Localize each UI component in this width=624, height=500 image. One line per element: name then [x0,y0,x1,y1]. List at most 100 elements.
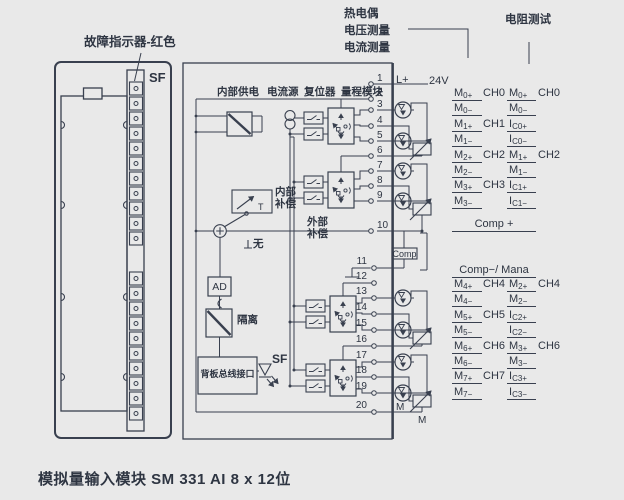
readout-row: M5−IC2− [452,324,577,339]
channel-label-a: CH7 [483,370,506,383]
sf-led-icon [258,363,279,388]
signal-label-b: IC0− [507,133,536,148]
terminal-number-15: 15 [355,318,367,329]
signal-label-a: M7+ [452,370,482,385]
terminal-number-5: 5 [377,130,383,141]
readout-row: M4−M2− [452,293,577,308]
signal-label-b: M0+ [507,87,536,101]
comp-plus-row: Comp + [452,218,577,233]
signal-label-b: M2− [507,293,536,308]
signal-label-b: IC3+ [507,370,536,385]
wires [195,83,428,413]
terminal-number-14: 14 [355,302,367,313]
signal-label-b: IC2+ [507,309,536,323]
signal-conditioning-groups [290,107,372,397]
terminal-number-13: 13 [355,286,367,297]
current-source-label: 电流源 [267,86,299,98]
readout-row: M1− IC0− [452,133,577,148]
fault-leader-line [134,52,142,82]
range-module-label: 量程模块 [341,86,383,98]
backplane-label: 背板总线接口 [200,369,255,379]
readout-row: M7−IC3− [452,386,577,401]
terminal-number-19: 19 [355,381,367,392]
m-bus-label: M [396,402,405,413]
terminal-number-7: 7 [377,160,383,171]
signal-label-b: M1− [507,164,536,178]
voltage-measure-label: 电压测量 [344,25,390,37]
terminal-number-18: 18 [355,365,367,376]
rtd-loop [377,163,432,231]
signal-label-a: M1+ [452,118,482,132]
rtd-resistor-icons [377,102,432,413]
current-measure-label: 电流测量 [344,42,390,54]
channel-label-a: CH0 [483,87,506,99]
signal-label-a: M0− [452,102,482,117]
readout-row: M6− M3− [452,355,577,370]
channel-label-a: CH6 [483,339,506,352]
channel-label-b: CH2 [538,148,561,161]
m-ext-label: M [418,415,427,426]
terminal-number-12: 12 [355,271,367,282]
signal-label-a: M6− [452,355,482,369]
comp-plus-label: Comp + [452,218,536,232]
comp-minus-mana-label: Comp−/ Mana [452,264,536,278]
signal-label-b: M3− [507,355,536,369]
l-plus-label: L+ [396,74,409,86]
current-source-symbol [284,109,296,130]
signal-label-a: M2− [452,164,482,178]
terminal-number-6: 6 [377,145,383,156]
signal-label-a: M4+ [452,278,482,292]
signal-label-a: M2+ [452,149,482,163]
readout-row: M3− IC1− [452,195,577,210]
rtd-resistor-icon [412,394,432,408]
readout-row: M2− M1− [452,164,577,179]
signal-label-b: M1+ [507,149,536,163]
channel-label-b: CH4 [538,278,561,290]
terminal-number-4: 4 [377,115,383,126]
readout-row: M0−M0− [452,102,577,117]
terminal-number-9: 9 [377,190,383,201]
channel-label-a: CH5 [483,308,506,321]
signal-label-a: M1− [452,133,482,148]
signal-label-a: M5+ [452,309,482,323]
isolation-label: 隔离 [237,314,258,326]
channel-label-b: CH0 [538,87,561,99]
rtd-resistor-icon [412,142,432,156]
signal-label-b: IC2− [507,324,536,339]
internal-comp-label: 内部 补偿 [275,186,296,210]
transducer-icon [377,289,414,307]
signal-label-b: IC1− [507,195,536,209]
channel-group-3 [290,359,372,397]
led-strip [126,69,145,432]
resistance-test-label: 电阻测试 [505,14,551,26]
comp-box-label: Comp [392,249,417,259]
channel-group-2 [290,295,372,333]
rtd-resistor-icon [412,331,432,345]
module-outline [54,61,172,439]
signal-label-a: M3− [452,195,482,209]
backplane-box [197,356,258,395]
channel-label-a: CH1 [483,117,506,130]
terminal-number-20: 20 [355,400,367,411]
ad-label: AD [212,281,227,293]
internal-comp-arrow-icon [236,195,255,210]
internal-supply-label: 内部供电 [217,86,259,98]
resetter-label: 复位器 [304,86,336,98]
transducer-icon [377,101,414,119]
channel-label-b: CH6 [538,339,561,352]
led-strip-squares [128,81,144,421]
channel-group-0 [290,107,369,145]
signal-label-a: M6+ [452,340,482,354]
terminal-number-11: 11 [356,256,367,267]
rtd-loop [377,290,432,350]
rtd-resistor-icon [412,202,432,216]
signal-label-a: M0+ [452,87,482,101]
